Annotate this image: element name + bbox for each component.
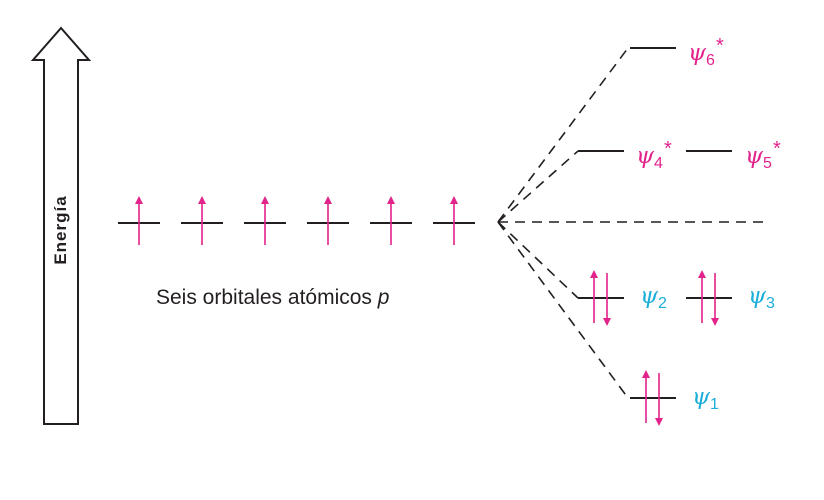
dash-to-psi2: [497, 221, 579, 299]
molecular-orbital-levels: [578, 47, 732, 399]
atomic-caption-text: Seis orbitales atómicos: [156, 286, 372, 309]
psi5-label: ψ5*: [745, 139, 781, 172]
atomic-orbitals-caption: Seis orbitales atómicos p: [156, 287, 389, 308]
energy-arrow: [30, 26, 92, 425]
orbital-index: 5: [763, 155, 772, 172]
orbital-index: 3: [766, 295, 775, 312]
psi-symbol: ψ: [640, 283, 659, 309]
atomic-orbitals: [118, 196, 475, 245]
psi1-electron-pair: [642, 370, 663, 426]
atomic-orbital-6: [433, 196, 475, 245]
atomic-orbital-5: [370, 196, 412, 245]
psi1-label: ψ1: [692, 386, 719, 413]
atomic-orbital-2: [181, 196, 223, 245]
psi-symbol: ψ: [692, 384, 711, 410]
orbital-index: 4: [654, 155, 663, 172]
atomic-orbital-3: [244, 196, 286, 245]
psi2-label: ψ2: [640, 285, 667, 312]
psi2-electron-pair: [590, 270, 611, 326]
antibonding-star: *: [663, 138, 672, 160]
orbital-index: 6: [706, 52, 715, 69]
psi6-label: ψ6*: [688, 36, 724, 69]
orbital-index: 1: [710, 396, 719, 413]
psi-symbol: ψ: [748, 283, 767, 309]
psi3-label: ψ3: [748, 285, 775, 312]
psi4-label: ψ4*: [636, 139, 672, 172]
atomic-orbital-1: [118, 196, 160, 245]
dash-to-psi1: [497, 221, 629, 399]
antibonding-star: *: [715, 35, 724, 57]
antibonding-star: *: [772, 138, 781, 160]
psi-symbol: ψ: [745, 143, 764, 169]
correlation-lines: [497, 47, 764, 399]
energy-axis-label: Energía: [51, 195, 70, 265]
dash-to-psi4: [497, 150, 579, 223]
dash-to-psi6: [497, 47, 629, 223]
psi3-electron-pair: [698, 270, 719, 326]
atomic-caption-symbol: p: [377, 286, 390, 309]
atomic-orbital-4: [307, 196, 349, 245]
orbital-index: 2: [658, 295, 667, 312]
psi-symbol: ψ: [688, 40, 707, 66]
psi-symbol: ψ: [636, 143, 655, 169]
